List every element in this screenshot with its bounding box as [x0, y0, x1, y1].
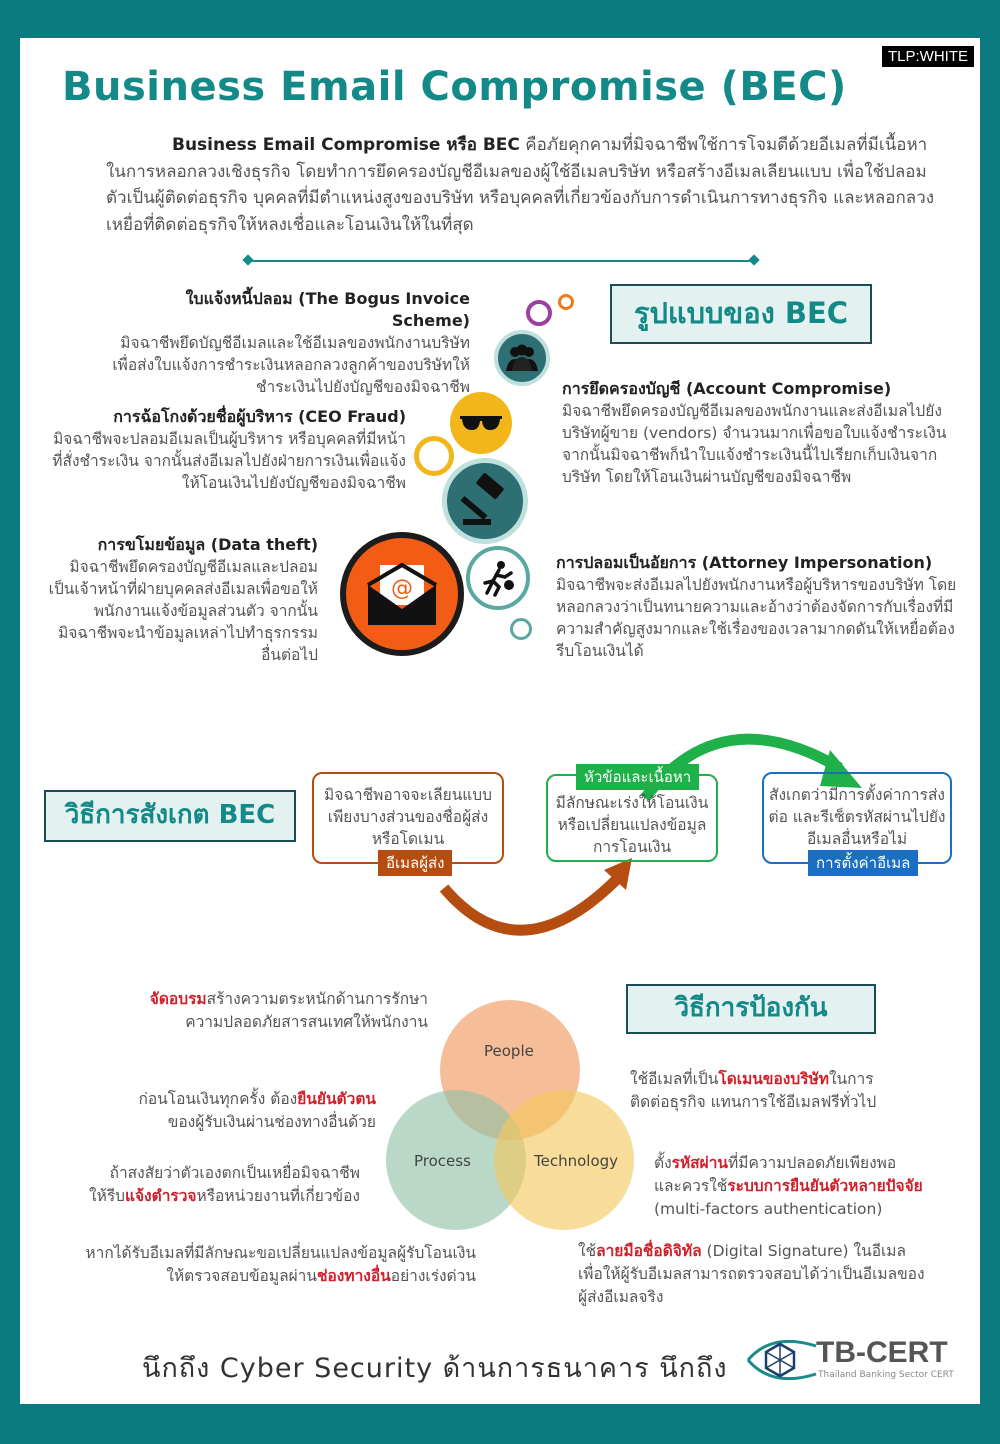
- observe-heading: วิธีการสังเกต BEC: [44, 790, 296, 842]
- people-group-icon: [494, 330, 550, 386]
- gavel-icon: [442, 458, 528, 544]
- intro-paragraph: Business Email Compromise หรือ BEC คือภั…: [106, 132, 936, 238]
- email-envelope-icon: @: [340, 532, 464, 656]
- account-compromise-text: มิจฉาชีพยึดครองบัญชีอีเมลของพนักงานและส่…: [562, 402, 947, 486]
- venn-process-label: Process: [414, 1152, 471, 1170]
- account-compromise-block: การยึดครองบัญชี (Account Compromise) มิจ…: [562, 378, 967, 488]
- content-check-text: มีลักษณะเร่งให้โอนเงินหรือเปลี่ยนแปลงข้อ…: [555, 794, 709, 856]
- attorney-title: การปลอมเป็นอัยการ (Attorney Impersonatio…: [556, 553, 933, 572]
- infographic-page: TLP:WHITE Business Email Compromise (BEC…: [20, 38, 980, 1404]
- data-theft-text: มิจฉาชีพยึดครองบัญชีอีเมลและปลอมเป็นเจ้า…: [48, 558, 318, 664]
- data-theft-title: การขโมยข้อมูล (Data theft): [97, 535, 318, 554]
- tip-digital-signature: ใช้ลายมือชื่อดิจิทัล (Digital Signature)…: [578, 1242, 925, 1306]
- ceo-fraud-title: การฉ้อโกงด้วยชื่อผู้บริหาร (CEO Fraud): [113, 407, 406, 426]
- types-heading: รูปแบบของ BEC: [610, 284, 872, 344]
- content-check-box: มีลักษณะเร่งให้โอนเงินหรือเปลี่ยนแปลงข้อ…: [546, 774, 718, 862]
- settings-check-text: สังเกตว่ามีการตั้งค่าการส่งต่อ และรีเซ็ต…: [768, 786, 946, 848]
- tip-report-police: ถ้าสงสัยว่าตัวเองตกเป็นเหยื่อมิจฉาชีพให้…: [89, 1164, 360, 1205]
- running-thief-icon: [466, 546, 530, 610]
- ceo-fraud-text: มิจฉาชีพจะปลอมอีเมลเป็นผู้บริหาร หรือบุค…: [52, 430, 406, 492]
- settings-tag: การตั้งค่าอีเมล: [808, 850, 919, 876]
- tip-verify-identity: ก่อนโอนเงินทุกครั้ง ต้องยืนยันตัวตนของผู…: [138, 1090, 376, 1131]
- venn-technology-circle: [494, 1090, 634, 1230]
- settings-check-box: สังเกตว่ามีการตั้งค่าการส่งต่อ และรีเซ็ต…: [762, 772, 952, 864]
- tip-training: จัดอบรมสร้างความตระหนักด้านการรักษาความป…: [149, 990, 428, 1031]
- ceo-fraud-block: การฉ้อโกงด้วยชื่อผู้บริหาร (CEO Fraud) ม…: [46, 406, 406, 494]
- svg-text:@: @: [391, 576, 413, 601]
- attorney-text: มิจฉาชีพจะส่งอีเมลไปยังพนักงานหรือผู้บริ…: [556, 576, 957, 660]
- account-compromise-title: การยึดครองบัญชี (Account Compromise): [562, 379, 892, 398]
- tip-company-domain: ใช้อีเมลที่เป็นโดเมนของบริษัทในการติดต่อ…: [630, 1070, 877, 1111]
- purple-ring-decor: [526, 300, 552, 326]
- venn-people-label: People: [484, 1042, 534, 1060]
- section-divider: [248, 260, 754, 262]
- footer-slogan: นึกถึง Cyber Security ด้านการธนาคาร นึกถ…: [142, 1353, 728, 1384]
- orange-arrowhead: [604, 858, 632, 890]
- sunglasses-icon: [450, 392, 512, 454]
- bogus-invoice-text: มิจฉาชีพยึดบัญชีอีเมลและใช้อีเมลของพนักง…: [112, 334, 470, 396]
- intro-lead: Business Email Compromise หรือ BEC: [172, 135, 520, 155]
- tb-cert-logo-text: TB-CERT: [816, 1336, 948, 1369]
- venn-technology-label: Technology: [534, 1152, 619, 1170]
- teal-ring-decor: [510, 618, 532, 640]
- bogus-invoice-block: ใบแจ้งหนี้ปลอม (The Bogus Invoice Scheme…: [110, 288, 470, 398]
- page-title: Business Email Compromise (BEC): [62, 64, 847, 110]
- sender-check-text: มิจฉาชีพอาจจะเลียนแบบเพียงบางส่วนของชื่อ…: [324, 786, 492, 848]
- green-arrowhead: [820, 750, 862, 788]
- bogus-invoice-title: ใบแจ้งหนี้ปลอม (The Bogus Invoice Scheme…: [185, 289, 470, 330]
- yellow-ring-decor: [414, 436, 454, 476]
- orange-ring-decor: [558, 294, 574, 310]
- tip-password-mfa: ตั้งรหัสผ่านที่มีความปลอดภัยเพียงพอและคว…: [654, 1154, 923, 1218]
- tip-verify-channel: หากได้รับอีเมลที่มีลักษณะขอเปลี่ยนแปลงข้…: [85, 1244, 476, 1285]
- tb-cert-logo-icon: [746, 1339, 817, 1381]
- data-theft-block: การขโมยข้อมูล (Data theft) มิจฉาชีพยึดคร…: [46, 534, 318, 666]
- intro-text: คือภัยคุกคามที่มิจฉาชีพใช้การโจมตีด้วยอี…: [106, 135, 935, 235]
- sender-tag: อีเมลผู้ส่ง: [378, 850, 453, 876]
- tb-cert-logo-subtext: Thailand Banking Sector CERT: [818, 1370, 954, 1380]
- attorney-block: การปลอมเป็นอัยการ (Attorney Impersonatio…: [556, 552, 966, 662]
- prevent-heading: วิธีการป้องกัน: [626, 984, 876, 1034]
- content-tag: หัวข้อและเนื้อหา: [576, 764, 700, 790]
- tb-cert-logo: TB-CERT Thailand Banking Sector CERT: [742, 1328, 954, 1396]
- orange-arrow: [439, 872, 624, 936]
- tlp-label: TLP:WHITE: [881, 46, 974, 67]
